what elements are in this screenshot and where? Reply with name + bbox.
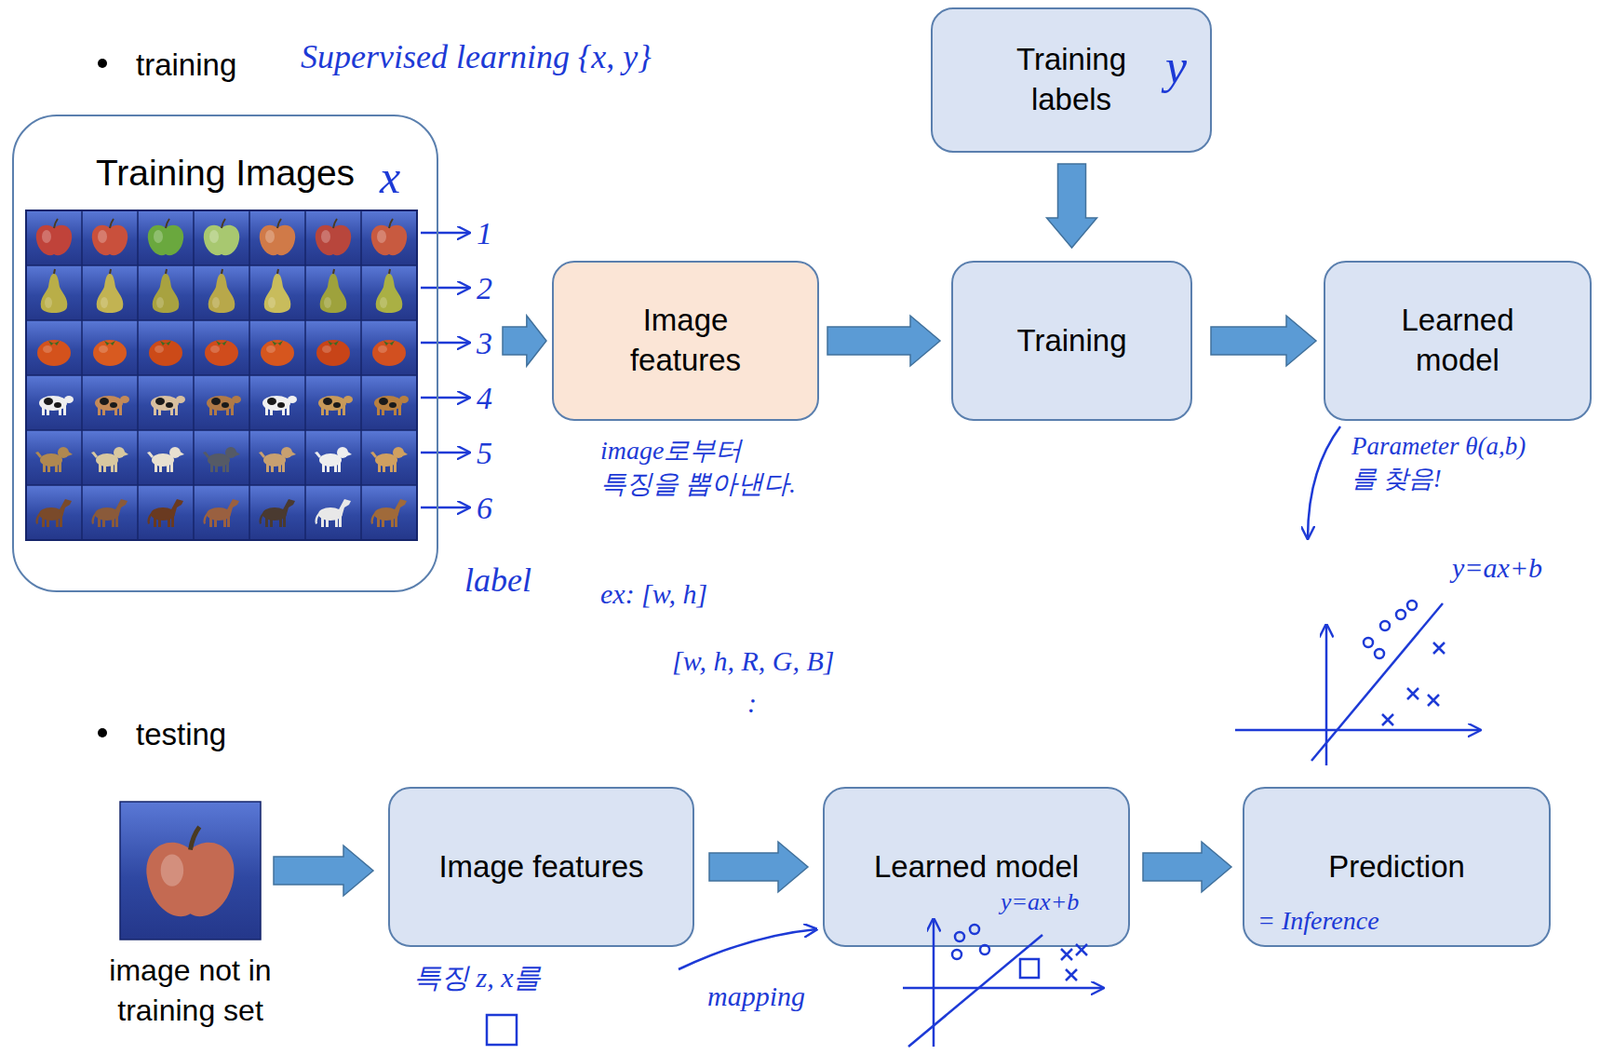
block-arrow [273,845,374,896]
box-label: Image features [597,300,775,381]
handwritten-note: 특징 z, x를 [413,958,542,995]
block-arrow [709,841,808,892]
box-label: Learned model [873,847,1079,888]
regression-sketch [1235,600,1480,766]
bullet [97,727,108,738]
image-caption: image not in training set [69,950,312,1031]
model-box: Learned model [822,786,1130,947]
callout-number: 1 [476,213,493,255]
bullet [97,58,108,68]
block-arrow [502,315,547,366]
callout-number: 5 [476,432,493,474]
image-set-box: Training Images [12,114,439,592]
model-box: Learned model [1323,260,1592,421]
handwritten-symbol: x [379,147,401,208]
test-image: image not in training set [120,801,261,940]
handwritten-note: image로부터 특징을 뽑아낸다. [600,433,810,502]
block-arrow [1210,315,1317,366]
regression-sketch [902,918,1103,1047]
block-arrow [827,315,941,366]
block-arrow [1142,841,1232,892]
box-label: Learned model [1364,300,1551,381]
block-arrow [1047,163,1098,248]
equation-label: y=ax+b [1000,886,1079,918]
handwritten-note: label [464,558,532,603]
box-label: Image features [438,847,644,888]
handwritten-note: Parameter θ(a,b) 를 찾음! [1351,430,1552,496]
section-heading: training [135,45,237,86]
handwritten-note: mapping [707,977,806,1014]
test-apple-photo [120,801,261,940]
process-box: Image features [551,260,820,421]
callout-arrow [1307,426,1341,538]
handwritten-note: ex: [w, h] [600,575,708,612]
handwritten-note: : [747,684,757,721]
output-box: Prediction = Inference [1242,786,1551,947]
box-label: Training Images [95,149,355,198]
section-heading: testing [135,714,227,755]
process-box: Training [951,260,1193,421]
callout-number: 4 [476,377,493,419]
box-label: Training [1017,321,1128,362]
box-label: Prediction [1328,847,1466,888]
callout-number: 6 [476,487,493,529]
process-box: Image features [388,786,695,947]
leader-arrow [678,928,817,969]
handwritten-note: Supervised learning {x, y} [300,35,652,80]
box-label: Training labels [987,40,1156,121]
row-pointers [420,232,470,508]
training-image-grid [26,210,417,540]
equation-label: y=ax+b [1452,549,1543,586]
handwritten-note: = Inference [1257,905,1380,936]
callout-number: 2 [476,268,493,310]
placeholder-square [486,1014,517,1045]
callout-number: 3 [476,322,493,364]
handwritten-symbol: y [1165,35,1187,99]
handwritten-note: [w, h, R, G, B] [672,642,834,679]
